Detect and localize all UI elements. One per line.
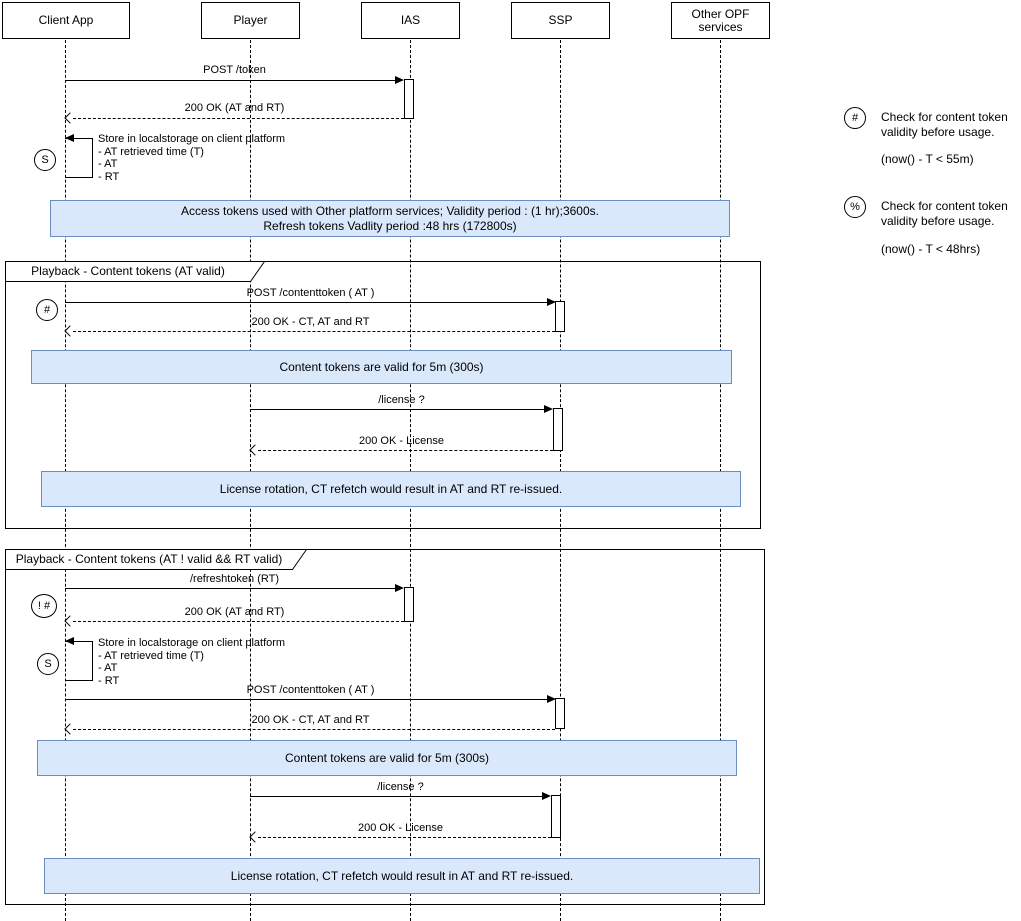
legend-percent-circle: % xyxy=(844,196,866,218)
actor-ssp-label: SSP xyxy=(548,13,573,27)
frame1-title: Playback - Content tokens (AT valid) xyxy=(31,264,225,278)
store-line: - AT xyxy=(98,158,118,170)
actor-ias: IAS xyxy=(361,2,460,39)
store-line: Store in localstorage on client platform xyxy=(98,133,286,145)
msg-ok-ct2-line xyxy=(73,729,555,730)
legend-hash-text: Check for content token validity before … xyxy=(881,110,1008,139)
legend-hash-circle: # xyxy=(844,107,866,129)
store-localstorage-text-2: Store in localstorage on client platform… xyxy=(98,637,285,687)
legend-percent-text: Check for content token validity before … xyxy=(881,199,1008,228)
frame1-tab-shape xyxy=(5,261,265,282)
msg-post-contenttoken2-label: POST /contenttoken ( AT ) xyxy=(246,684,375,696)
marker-hash-circle: # xyxy=(36,299,58,321)
activation-ias-1 xyxy=(404,79,414,119)
store-line: - AT xyxy=(98,662,118,674)
legend-hash-symbol: # xyxy=(851,112,859,124)
actor-client-app: Client App xyxy=(2,2,130,39)
activation-ssp-2 xyxy=(553,408,563,451)
actor-opf-label: Other OPF services xyxy=(691,6,750,34)
actor-player: Player xyxy=(201,2,300,39)
store-line: - AT retrieved time (T) xyxy=(98,649,204,662)
arrowhead-right-icon xyxy=(544,405,553,413)
msg-ok-ct2-label: 200 OK - CT, AT and RT xyxy=(251,714,370,726)
actor-player-label: Player xyxy=(233,13,268,27)
note-content-tokens-valid-1-text: Content tokens are valid for 5m (300s) xyxy=(279,359,484,374)
msg-ok-license2-line xyxy=(258,837,551,838)
marker-store-circle-2: S xyxy=(37,653,59,675)
msg-post-contenttoken-label: POST /contenttoken ( AT ) xyxy=(246,287,375,299)
note-access-tokens-line2: Refresh tokens Vadlity period :48 hrs (1… xyxy=(263,218,517,233)
msg-refreshtoken-line xyxy=(65,588,395,589)
msg-ok-at-rt-line xyxy=(73,118,404,119)
msg-license-label: /license ? xyxy=(378,394,425,406)
note-content-tokens-valid-2-text: Content tokens are valid for 5m (300s) xyxy=(284,750,490,765)
arrowhead-right-icon xyxy=(547,298,556,306)
actor-ssp: SSP xyxy=(511,2,610,39)
legend-percent-symbol: % xyxy=(850,201,860,213)
marker-store-circle: S xyxy=(34,149,56,171)
activation-ssp-3 xyxy=(555,698,565,729)
note-access-tokens-line1: Access tokens used with Other platform s… xyxy=(181,203,599,218)
msg-ok-ct-line xyxy=(73,331,555,332)
msg-ok-refresh-label: 200 OK (AT and RT) xyxy=(184,606,285,618)
store-line: - RT xyxy=(98,170,120,183)
arrowhead-right-icon xyxy=(395,76,404,84)
arrowhead-right-icon xyxy=(547,695,556,703)
arrowhead-right-icon xyxy=(542,792,551,800)
msg-ok-at-rt-label: 200 OK (AT and RT) xyxy=(184,102,285,114)
marker-not-hash-label: ! # xyxy=(37,600,51,612)
msg-ok-refresh-line xyxy=(73,621,404,622)
note-content-tokens-valid-1: Content tokens are valid for 5m (300s) xyxy=(31,350,732,384)
activation-ias-2 xyxy=(404,587,414,622)
legend-percent-formula: (now() - T < 48hrs) xyxy=(881,242,981,256)
msg-post-contenttoken2-line xyxy=(65,699,547,700)
msg-post-contenttoken-line xyxy=(65,302,547,303)
frame2-title: Playback - Content tokens (AT ! valid &&… xyxy=(15,552,283,566)
store-line: Store in localstorage on client platform xyxy=(98,637,286,649)
frame-playback-at-valid xyxy=(5,261,761,529)
msg-license-line xyxy=(250,409,544,410)
marker-hash-label: # xyxy=(43,304,51,316)
msg-license2-label: /license ? xyxy=(377,781,424,793)
note-license-rotation-2-text: License rotation, CT refetch would resul… xyxy=(230,868,574,883)
actor-opf: Other OPF services xyxy=(671,2,770,39)
marker-store-label: S xyxy=(44,658,52,670)
note-content-tokens-valid-2: Content tokens are valid for 5m (300s) xyxy=(37,740,737,776)
activation-ssp-4 xyxy=(551,795,561,838)
marker-not-hash-circle: ! # xyxy=(31,594,57,618)
self-msg-bracket xyxy=(65,138,93,178)
legend-hash-formula: (now() - T < 55m) xyxy=(881,152,974,166)
note-license-rotation-2: License rotation, CT refetch would resul… xyxy=(44,858,760,894)
msg-ok-ct-label: 200 OK - CT, AT and RT xyxy=(251,316,370,328)
marker-store-label: S xyxy=(41,154,49,166)
msg-license2-line xyxy=(250,796,542,797)
store-line: - AT retrieved time (T) xyxy=(98,145,204,158)
note-access-tokens: Access tokens used with Other platform s… xyxy=(50,200,730,237)
msg-refreshtoken-label: /refreshtoken (RT) xyxy=(189,573,280,585)
frame-playback-rt-valid xyxy=(5,549,765,905)
msg-ok-license2-label: 200 OK - License xyxy=(358,822,443,834)
frame2-tab-shape xyxy=(5,549,307,570)
actor-ias-label: IAS xyxy=(400,13,421,27)
store-line: - RT xyxy=(98,674,120,687)
msg-ok-license-line xyxy=(258,450,553,451)
msg-ok-license-label: 200 OK - License xyxy=(359,435,444,447)
frame2-tab: Playback - Content tokens (AT ! valid &&… xyxy=(5,549,307,570)
actor-client-app-label: Client App xyxy=(38,13,94,27)
note-license-rotation-1-text: License rotation, CT refetch would resul… xyxy=(219,481,563,496)
arrowhead-right-icon xyxy=(395,584,404,592)
note-license-rotation-1: License rotation, CT refetch would resul… xyxy=(41,471,741,507)
self-msg-bracket xyxy=(65,641,93,681)
activation-ssp-1 xyxy=(555,301,565,332)
arrowhead-open-left-icon xyxy=(64,112,76,124)
msg-post-token-line xyxy=(65,80,395,81)
frame1-tab: Playback - Content tokens (AT valid) xyxy=(5,261,265,282)
msg-post-token-label: POST /token xyxy=(203,64,266,76)
store-localstorage-text: Store in localstorage on client platform… xyxy=(98,133,285,183)
